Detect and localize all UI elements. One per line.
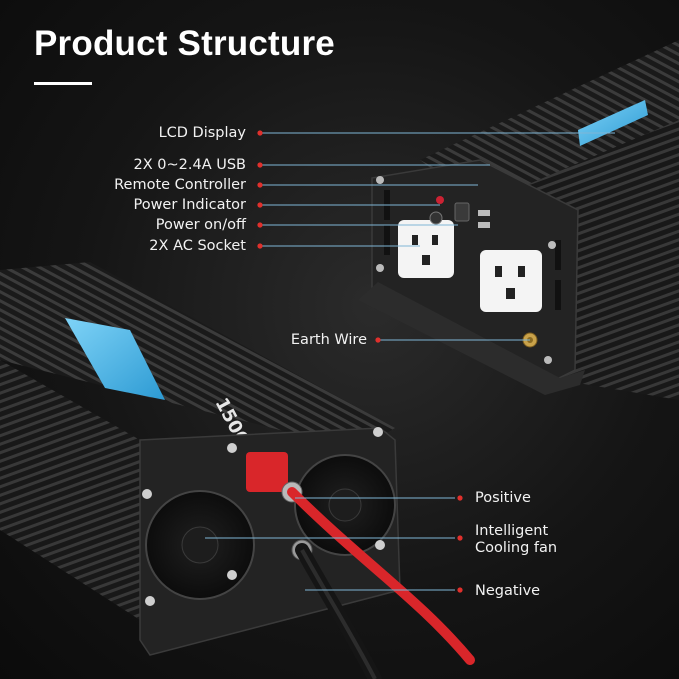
label-cooling-fan-line2: Cooling fan (475, 540, 558, 556)
upper-lcd-screen (578, 100, 648, 146)
lower-inverter: 1500W (0, 262, 475, 679)
remote-port (429, 211, 443, 225)
positive-terminal-cover (246, 452, 288, 492)
label-negative: Negative (475, 583, 541, 599)
page-title: Product Structure (34, 24, 335, 63)
upper-base-plate (358, 282, 585, 395)
label-power-onoff: Power on/off (155, 217, 246, 233)
label-ac-socket: 2X AC Socket (149, 238, 246, 254)
lower-top-surface (0, 262, 395, 450)
lower-side-fins (0, 360, 140, 620)
power-indicator-led (436, 196, 444, 204)
label-remote-controller: Remote Controller (114, 177, 246, 193)
leader-lines (205, 132, 615, 591)
label-usb: 2X 0~2.4A USB (133, 157, 247, 173)
upper-inverter (358, 40, 679, 400)
label-positive: Positive (475, 490, 531, 506)
usb-port-2 (478, 222, 490, 228)
ac-socket-1 (398, 220, 454, 278)
label-cooling-fan-line1: Intelligent (475, 523, 549, 539)
usb-port-1 (478, 210, 490, 216)
leader-dots (257, 130, 463, 593)
label-lcd-display: LCD Display (158, 125, 246, 141)
lower-lcd-screen (65, 318, 165, 400)
ac-socket-2 (480, 250, 542, 312)
label-power-indicator: Power Indicator (133, 197, 246, 213)
red-cable (287, 487, 475, 665)
power-switch (454, 202, 470, 222)
title-underline (34, 82, 92, 85)
label-earth-wire: Earth Wire (290, 332, 367, 348)
